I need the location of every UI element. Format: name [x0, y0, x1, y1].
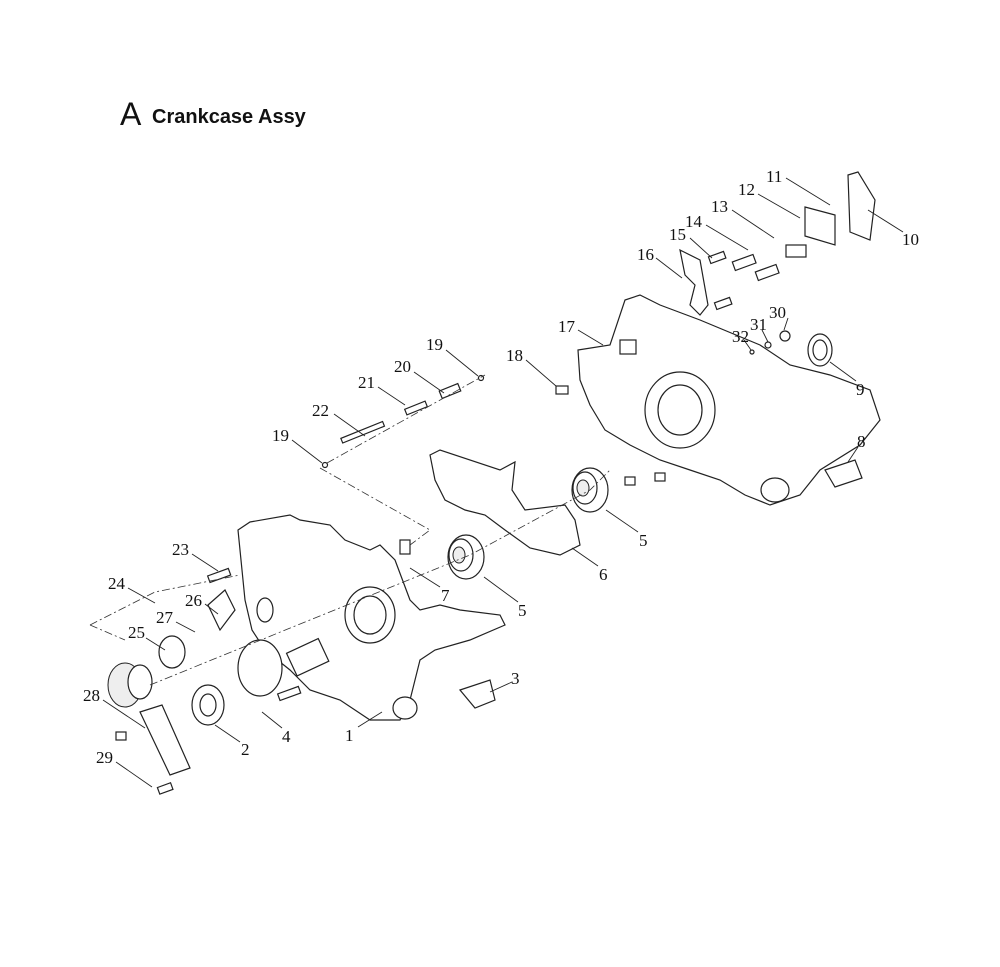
block-13	[785, 244, 807, 258]
clutch-drum	[107, 662, 153, 708]
bracket-3	[458, 679, 496, 709]
cap-30	[779, 330, 791, 342]
pin-18	[555, 385, 569, 395]
axis-line	[89, 624, 126, 641]
callout-12: 12	[738, 180, 755, 199]
callout-27: 27	[156, 608, 174, 627]
crankcase-left-half	[237, 514, 506, 721]
stud	[754, 263, 780, 282]
callout-15: 15	[669, 225, 686, 244]
diagram-title: Crankcase Assy	[152, 106, 306, 128]
callout-1: 1	[345, 726, 354, 745]
callout-22: 22	[312, 401, 329, 420]
axis-line	[89, 574, 241, 626]
gasket	[429, 449, 581, 556]
callout-28: 28	[83, 686, 100, 705]
bolt	[713, 296, 733, 311]
oil-seal-9	[807, 333, 833, 367]
callout-29: 29	[96, 748, 113, 767]
washer-31	[764, 341, 772, 349]
callout-3: 3	[511, 669, 520, 688]
rod-22	[340, 420, 386, 444]
callout-24: 24	[108, 574, 126, 593]
plate-11	[847, 171, 876, 241]
callout-8: 8	[857, 432, 866, 451]
screw-29	[156, 782, 174, 795]
callout-5: 5	[518, 601, 527, 620]
callout-6: 6	[599, 565, 608, 584]
cover-plate-28	[139, 704, 191, 776]
callout-19: 19	[426, 335, 443, 354]
callout-9: 9	[856, 380, 865, 399]
callout-18: 18	[506, 346, 523, 365]
seal-ring-25	[158, 635, 186, 669]
callout-10: 10	[902, 230, 919, 249]
callout-30: 30	[769, 303, 786, 322]
callout-14: 14	[685, 212, 703, 231]
callout-31: 31	[750, 315, 767, 334]
crankcase-right-half	[577, 294, 881, 506]
spike-16	[679, 248, 709, 316]
clip-19	[321, 461, 329, 469]
bolt-15	[707, 250, 727, 265]
section-letter: A	[120, 96, 142, 132]
callout-4: 4	[282, 727, 291, 746]
callout-19: 19	[272, 426, 289, 445]
callout-16: 16	[637, 245, 654, 264]
plate-12	[804, 206, 836, 246]
pin	[624, 476, 636, 486]
axis-line	[149, 469, 611, 686]
spring-21	[403, 400, 429, 416]
callout-20: 20	[394, 357, 411, 376]
callout-7: 7	[441, 586, 450, 605]
part-26	[207, 589, 236, 632]
callout-17: 17	[558, 317, 576, 336]
callout-2: 2	[241, 740, 250, 759]
stud-14	[731, 253, 757, 272]
oil-seal-2	[191, 684, 225, 726]
circlip-ring	[237, 639, 283, 697]
pin	[654, 472, 666, 482]
sleeve-20	[438, 382, 462, 400]
callout-26: 26	[185, 591, 202, 610]
leader-lines	[102, 177, 904, 788]
bracket-8	[824, 459, 863, 488]
callout-23: 23	[172, 540, 189, 559]
bolt	[276, 685, 302, 702]
callout-11: 11	[766, 167, 782, 186]
callout-25: 25	[128, 623, 145, 642]
fitting-7	[399, 539, 411, 555]
screw	[115, 731, 127, 741]
callout-21: 21	[358, 373, 375, 392]
callout-32: 32	[732, 327, 749, 346]
callout-5: 5	[639, 531, 648, 550]
screw-32	[749, 349, 755, 355]
axis-line	[326, 374, 486, 464]
callout-13: 13	[711, 197, 728, 216]
